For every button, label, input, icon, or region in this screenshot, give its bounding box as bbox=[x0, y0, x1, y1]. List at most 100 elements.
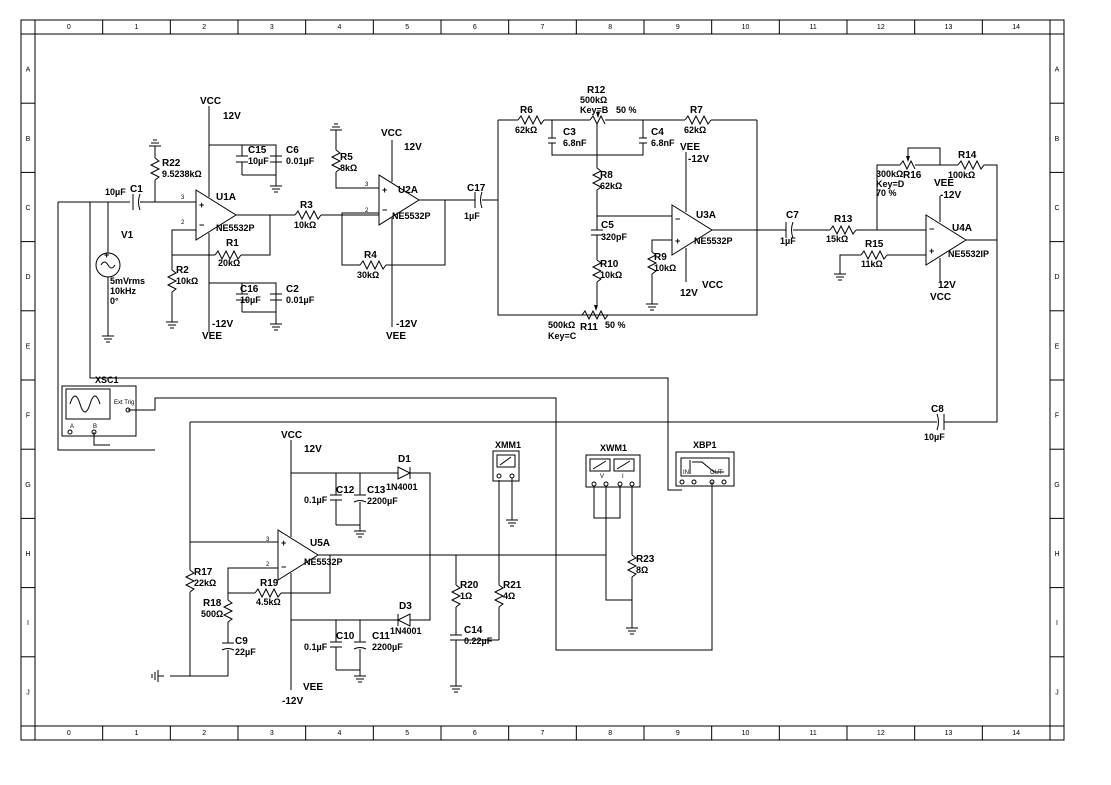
grid-col-label: 3 bbox=[270, 730, 274, 737]
grid-row-label: I bbox=[1056, 620, 1058, 627]
grid-row-label: D bbox=[1054, 274, 1059, 281]
grid-col-label: 1 bbox=[135, 730, 139, 737]
svg-text:I: I bbox=[622, 474, 624, 480]
grid-col-label: 7 bbox=[541, 730, 545, 737]
c1-label: C1 bbox=[130, 184, 143, 195]
r1-value: 20kΩ bbox=[218, 258, 240, 268]
d3-part: 1N4001 bbox=[390, 626, 422, 636]
grid-col-label: 12 bbox=[877, 24, 885, 31]
c2-label: C2 bbox=[286, 284, 299, 295]
u3a-part: NE5532P bbox=[694, 236, 733, 246]
svg-text:12V: 12V bbox=[680, 288, 698, 299]
svg-text:+: + bbox=[104, 250, 109, 260]
svg-text:OUT: OUT bbox=[710, 470, 723, 476]
grid-row-label: F bbox=[26, 413, 30, 420]
d1-diode bbox=[397, 466, 412, 480]
grid-col-label: 11 bbox=[810, 24, 817, 31]
grid-col-label: 2 bbox=[202, 730, 206, 737]
r15-value: 11kΩ bbox=[861, 259, 883, 269]
c6-label: C6 bbox=[286, 145, 299, 156]
r13-value: 15kΩ bbox=[826, 234, 848, 244]
r9-label: R9 bbox=[654, 252, 667, 263]
c17-label: C17 bbox=[467, 183, 486, 194]
grid-col-label: 10 bbox=[742, 730, 750, 737]
c13-label: C13 bbox=[367, 485, 386, 496]
bode-plotter-xbp1: XBP1 IN OUT bbox=[675, 440, 735, 487]
r4-value: 30kΩ bbox=[357, 270, 379, 280]
r13-label: R13 bbox=[834, 214, 853, 225]
c8-label: C8 bbox=[931, 404, 944, 415]
c15-value: 10µF bbox=[248, 156, 269, 166]
c11-value: 2200µF bbox=[372, 642, 403, 652]
u1a-stage: + V1 5mVrms 10kHz 0° C1 10µF R22 9.5238k… bbox=[57, 96, 379, 451]
u2a-label: U2A bbox=[398, 185, 418, 196]
c9-value: 22µF bbox=[235, 647, 256, 657]
c17-value: 1µF bbox=[464, 211, 480, 221]
grid-row-label: E bbox=[1055, 343, 1060, 350]
grid-col-label: 14 bbox=[1012, 730, 1020, 737]
r2-label: R2 bbox=[176, 265, 189, 276]
svg-text:3: 3 bbox=[266, 537, 270, 543]
xmm1-label: XMM1 bbox=[495, 440, 521, 450]
grid-col-label: 6 bbox=[473, 24, 477, 31]
r12-pct: 50 % bbox=[616, 105, 637, 115]
r8-value: 62kΩ bbox=[600, 181, 622, 191]
svg-text:-12V: -12V bbox=[396, 319, 417, 330]
r6-value: 62kΩ bbox=[515, 125, 537, 135]
u1a-vcc: VCC bbox=[200, 96, 221, 107]
r11-key: Key=C bbox=[548, 331, 577, 341]
xsc1-label: XSC1 bbox=[95, 375, 119, 385]
u1a-opamp bbox=[195, 189, 237, 241]
r1-label: R1 bbox=[226, 238, 239, 249]
svg-text:+: + bbox=[675, 236, 680, 246]
d3-label: D3 bbox=[399, 601, 412, 612]
r8-label: R8 bbox=[600, 170, 613, 181]
svg-text:+: + bbox=[199, 200, 204, 210]
u2a-stage: + − U2A NE5532P 3 2 VCC 12V VEE -12V R5 … bbox=[329, 123, 498, 342]
r10-value: 10kΩ bbox=[600, 270, 622, 280]
r4-label: R4 bbox=[364, 250, 377, 261]
u4a-label: U4A bbox=[952, 223, 972, 234]
grid-col-label: 2 bbox=[202, 24, 206, 31]
r21-label: R21 bbox=[503, 580, 522, 591]
svg-text:3: 3 bbox=[365, 182, 369, 188]
svg-text:-12V: -12V bbox=[282, 696, 303, 707]
r12-value: 500kΩ bbox=[580, 95, 607, 105]
c4-label: C4 bbox=[651, 127, 664, 138]
grid-row-label: I bbox=[27, 620, 29, 627]
v1-label: V1 bbox=[121, 230, 134, 241]
c5-label: C5 bbox=[601, 220, 614, 231]
grid-col-label: 5 bbox=[405, 730, 409, 737]
v1-phase: 0° bbox=[110, 296, 119, 306]
grid-col-label: 8 bbox=[608, 24, 612, 31]
u5a-label: U5A bbox=[310, 538, 330, 549]
u3a-filter-stage: R6 62kΩ R12 500kΩ Key=B 50 % R7 62kΩ C3 … bbox=[497, 85, 830, 341]
svg-text:−: − bbox=[675, 214, 680, 224]
u1a-label: U1A bbox=[216, 192, 236, 203]
u4a-part: NE5532IP bbox=[948, 249, 989, 259]
grid-col-label: 0 bbox=[67, 24, 71, 31]
c10-label: C10 bbox=[336, 631, 355, 642]
svg-text:IN: IN bbox=[683, 470, 689, 476]
u5a-vcc: VCC bbox=[281, 430, 302, 441]
u3a-vcc: VCC bbox=[702, 280, 723, 291]
r11-label: R11 bbox=[580, 322, 598, 333]
grid-row-label: J bbox=[26, 689, 30, 696]
r18-label: R18 bbox=[203, 598, 222, 609]
d1-part: 1N4001 bbox=[386, 482, 418, 492]
svg-text:+: + bbox=[382, 185, 387, 195]
c4-value: 6.8nF bbox=[651, 138, 675, 148]
v1-amp: 5mVrms bbox=[110, 276, 145, 286]
grid-col-label: 0 bbox=[67, 730, 71, 737]
c15-label: C15 bbox=[248, 145, 267, 156]
r22-label: R22 bbox=[162, 158, 181, 169]
svg-text:+: + bbox=[281, 538, 286, 548]
grid-row-label: H bbox=[1054, 551, 1059, 558]
grid-row-label: G bbox=[25, 482, 30, 489]
r18-value: 500Ω bbox=[201, 609, 223, 619]
c16-value: 10µF bbox=[240, 295, 261, 305]
svg-text:V: V bbox=[600, 474, 604, 480]
